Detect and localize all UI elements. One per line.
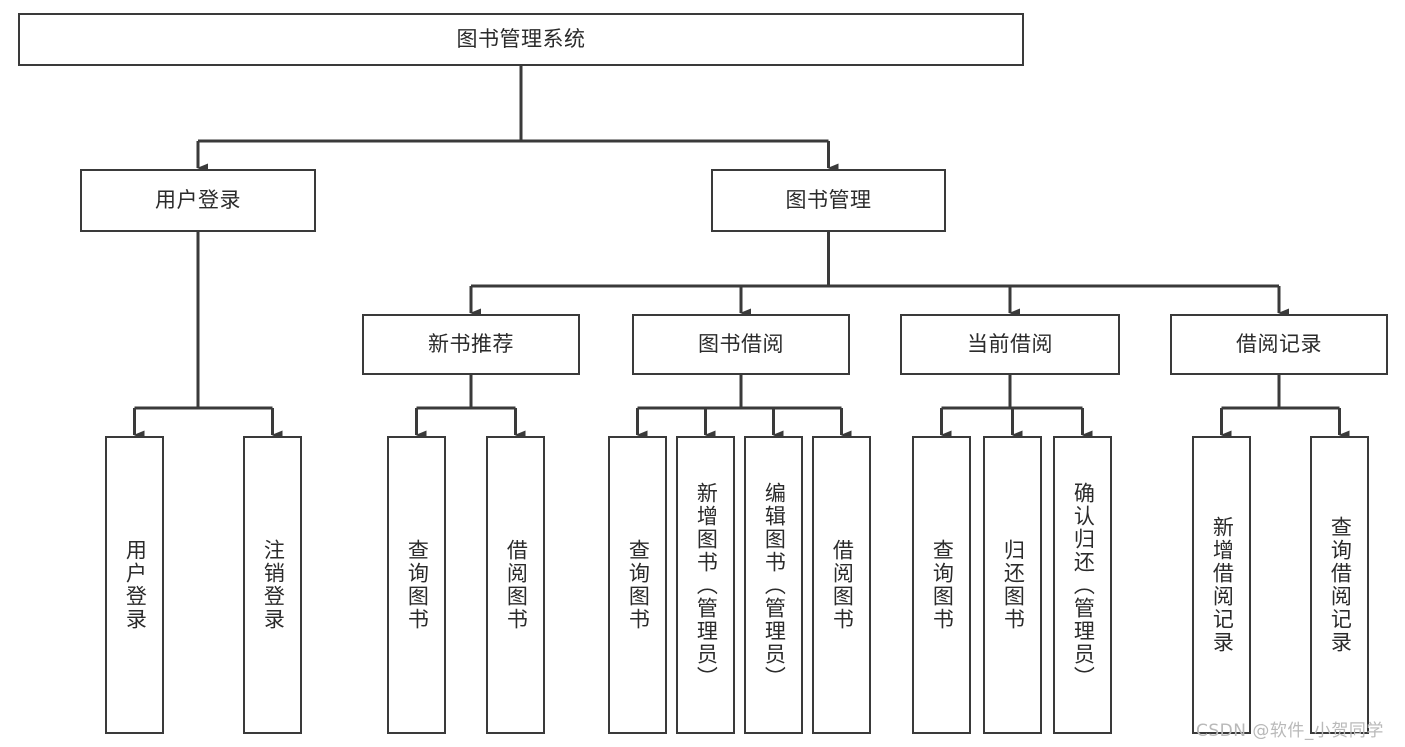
node-leaf-borrow-book-1-label: 借阅图书 xyxy=(504,539,529,631)
node-leaf-query-record[interactable]: 查询借阅记录 xyxy=(1310,436,1369,734)
node-leaf-edit-book[interactable]: 编辑图书（管理员） xyxy=(744,436,803,734)
node-book-manage[interactable]: 图书管理 xyxy=(711,169,946,232)
node-leaf-confirm-return[interactable]: 确认归还（管理员） xyxy=(1053,436,1112,734)
node-leaf-query-book-1[interactable]: 查询图书 xyxy=(387,436,446,734)
node-leaf-user-logout[interactable]: 注销登录 xyxy=(243,436,302,734)
node-leaf-confirm-return-label: 确认归还（管理员） xyxy=(1071,481,1096,689)
node-leaf-query-record-label: 查询借阅记录 xyxy=(1328,516,1353,654)
node-leaf-add-book-label: 新增图书（管理员） xyxy=(694,481,719,689)
node-leaf-edit-book-label: 编辑图书（管理员） xyxy=(762,481,787,689)
node-leaf-borrow-book-2-label: 借阅图书 xyxy=(830,539,855,631)
node-leaf-user-login-label: 用户登录 xyxy=(123,539,148,631)
node-current-borrow-label: 当前借阅 xyxy=(967,332,1053,357)
node-borrow-record[interactable]: 借阅记录 xyxy=(1170,314,1388,375)
node-user-login-label: 用户登录 xyxy=(155,188,241,213)
node-leaf-borrow-book-2[interactable]: 借阅图书 xyxy=(812,436,871,734)
node-leaf-return-book[interactable]: 归还图书 xyxy=(983,436,1042,734)
node-leaf-query-book-3-label: 查询图书 xyxy=(930,539,955,631)
node-leaf-query-book-2-label: 查询图书 xyxy=(626,539,651,631)
node-leaf-query-book-3[interactable]: 查询图书 xyxy=(912,436,971,734)
node-root-label: 图书管理系统 xyxy=(456,27,586,52)
node-book-borrow-label: 图书借阅 xyxy=(698,332,784,357)
node-leaf-user-login[interactable]: 用户登录 xyxy=(105,436,164,734)
node-leaf-user-logout-label: 注销登录 xyxy=(261,539,286,631)
node-leaf-return-book-label: 归还图书 xyxy=(1001,539,1026,631)
node-root[interactable]: 图书管理系统 xyxy=(18,13,1024,66)
node-leaf-borrow-book-1[interactable]: 借阅图书 xyxy=(486,436,545,734)
node-leaf-query-book-1-label: 查询图书 xyxy=(405,539,430,631)
node-user-login[interactable]: 用户登录 xyxy=(80,169,316,232)
node-leaf-query-book-2[interactable]: 查询图书 xyxy=(608,436,667,734)
node-borrow-record-label: 借阅记录 xyxy=(1236,332,1322,357)
node-leaf-add-record-label: 新增借阅记录 xyxy=(1210,516,1235,654)
node-book-borrow[interactable]: 图书借阅 xyxy=(632,314,850,375)
node-current-borrow[interactable]: 当前借阅 xyxy=(900,314,1120,375)
node-new-book-rec[interactable]: 新书推荐 xyxy=(362,314,580,375)
node-leaf-add-record[interactable]: 新增借阅记录 xyxy=(1192,436,1251,734)
node-leaf-add-book[interactable]: 新增图书（管理员） xyxy=(676,436,735,734)
connector-group xyxy=(133,66,1350,440)
node-new-book-rec-label: 新书推荐 xyxy=(428,332,514,357)
node-book-manage-label: 图书管理 xyxy=(785,188,872,213)
